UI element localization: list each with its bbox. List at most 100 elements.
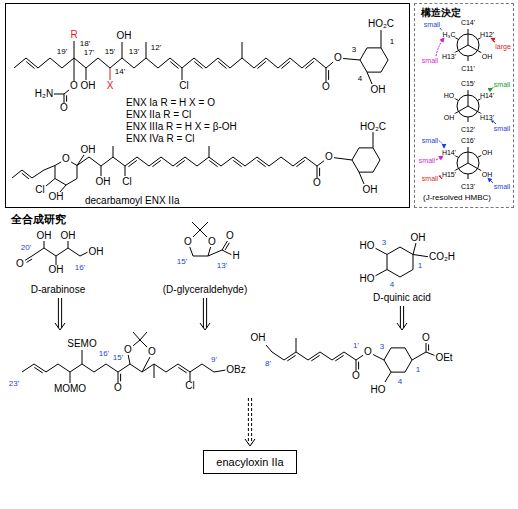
bond-line [375,270,387,277]
bond-line [281,157,293,166]
atom-label: O [324,152,334,162]
atom-label: 13' [128,48,140,56]
atom-label: OH [116,31,133,41]
bond-line [387,270,400,278]
bond-line [335,355,343,361]
atom-label: HO₂C [367,19,395,29]
atom-label: OH [362,185,379,195]
atom-label: OH [250,333,267,343]
bond-line [82,364,94,372]
compound-name: (J-resolved HMBC) [423,194,491,203]
compound-name: (D-glyceraldehyde) [162,285,248,295]
atom-label: Cl [184,381,195,391]
bond-line [454,106,468,114]
newman-label: H12' [479,31,495,38]
newman-label: small [493,125,511,132]
atom-label: O [321,82,331,92]
bond-line [367,47,381,48]
bond-line [391,347,405,348]
target-box: enacyloxin IIa [203,450,296,474]
bond-line [468,174,469,179]
atom-label: 19' [56,48,68,56]
newman-label: small [423,21,441,28]
bond-line [405,360,412,372]
bond-line [413,255,414,270]
bond-line [66,179,77,186]
bond-line [381,60,388,72]
bond-line [128,354,130,364]
bond-line [166,364,178,372]
atom-label: CO₂H [428,252,456,262]
bond-line [46,179,55,187]
bond-line [22,364,34,372]
bond-line [26,58,38,68]
atom-label: O [147,347,157,357]
atom-label: OH [48,265,65,275]
reaction-arrow [250,439,255,446]
bond-line [38,58,50,68]
reaction-arrow [203,298,204,328]
atom-label: O [15,259,25,269]
bond-line [305,61,313,68]
atom-label: Cl [121,177,132,187]
bond-line [367,72,372,84]
atom-label: O [61,154,71,164]
bond-line [113,157,125,166]
bond-line [359,172,373,173]
bond-line [64,94,65,103]
bond-line [44,248,56,256]
bond-line [302,58,314,68]
reaction-arrow [60,323,65,330]
bond-line [426,343,427,352]
bond-line [130,364,142,372]
atom-label: H₂N [34,89,54,99]
bond-line [381,30,382,48]
newman-label: C11' [460,65,476,72]
bond-line [387,247,400,255]
compound-name: D-arabinose [30,285,86,295]
bond-line [178,364,190,372]
bond-line [296,338,297,352]
bond-line [94,364,106,372]
locant-number: 3 [381,239,387,247]
bond-line [120,374,121,382]
atom-label: 3 [351,46,357,54]
locant-number: 3 [379,343,385,351]
bond-line [122,42,123,58]
bond-line [384,360,391,372]
atom-label: HO [370,385,387,395]
bond-line [58,364,70,372]
bond-line [269,157,281,166]
atom-label: OH [370,85,387,95]
atom-label: O [225,231,235,241]
reaction-arrow [55,323,60,330]
bond-line [74,58,86,68]
bond-line [176,160,184,166]
newman-label: small [421,175,439,182]
atom-label: HO [359,274,376,284]
bond-line [32,170,44,178]
bond-line [56,248,68,256]
bond-line [12,170,22,178]
atom-label: OH [36,231,53,241]
bond-line [46,364,58,372]
bond-line [221,157,233,166]
bond-line [281,61,289,68]
bond-line [194,58,206,68]
compound-name: D-quinic acid [372,293,432,303]
bond-line [134,58,146,68]
locant-number: 4 [397,378,403,386]
bond-line [266,345,272,352]
bond-line [305,157,317,166]
bond-line [101,166,102,176]
bond-line [62,58,74,68]
newman-label: C13' [460,183,476,190]
bond-line [74,41,75,58]
reaction-arrow [245,439,250,446]
bond-line [233,157,245,166]
bond-line [74,58,75,81]
bond-line [209,160,217,166]
bond-line [209,157,221,166]
bond-line [360,48,367,60]
section-heading: 全合成研究 [10,214,67,225]
